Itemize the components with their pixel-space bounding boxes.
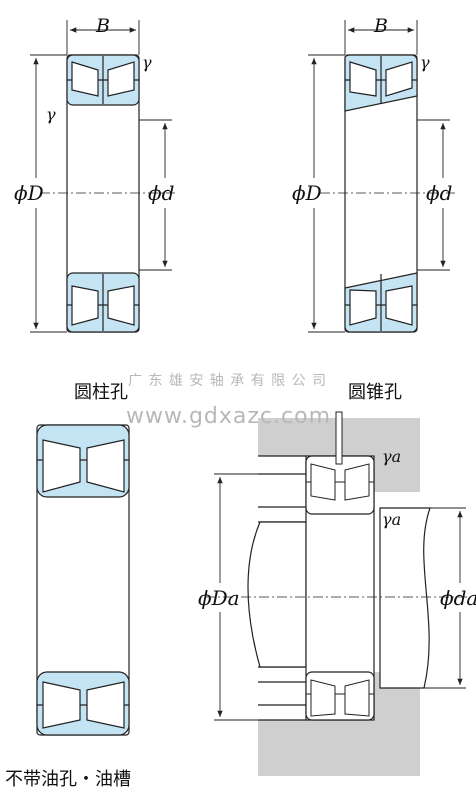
outer-diameter-label-right: ϕD (292, 181, 322, 205)
cylindrical-bore-bearing (40, 54, 175, 333)
caption-cylindrical-bore: 圆柱孔 (74, 382, 128, 403)
bore-diameter-label-right: ϕd (426, 181, 452, 205)
bore-diameter-label: ϕd (148, 181, 174, 205)
dimension-lines-left (30, 20, 172, 333)
no-oil-hole-bearing (36, 424, 130, 736)
housing-fillet-label: γa (382, 447, 401, 466)
chamfer-label-side: γ (46, 105, 56, 124)
width-label: B (95, 15, 110, 37)
mounting-diagram (205, 411, 470, 776)
caption-no-oil-hole: 不带油孔・油槽 (5, 769, 131, 790)
chamfer-label-right: γ (420, 53, 430, 72)
watermark-url: www.gdxazc.com (126, 404, 332, 429)
width-label-right: B (373, 15, 388, 37)
outer-diameter-label: ϕD (14, 181, 44, 205)
shaft-fillet-label: γa (382, 510, 401, 529)
tapered-bore-bearing (320, 54, 455, 333)
chamfer-label: γ (142, 53, 152, 72)
dimension-lines-right (308, 20, 450, 333)
caption-tapered-bore: 圆锥孔 (348, 382, 402, 403)
shaft-diameter-label: ϕda (440, 586, 476, 610)
watermark-company: 广 东 雄 安 轴 承 有 限 公 司 (128, 373, 328, 389)
housing-diameter-label: ϕDa (198, 586, 240, 610)
